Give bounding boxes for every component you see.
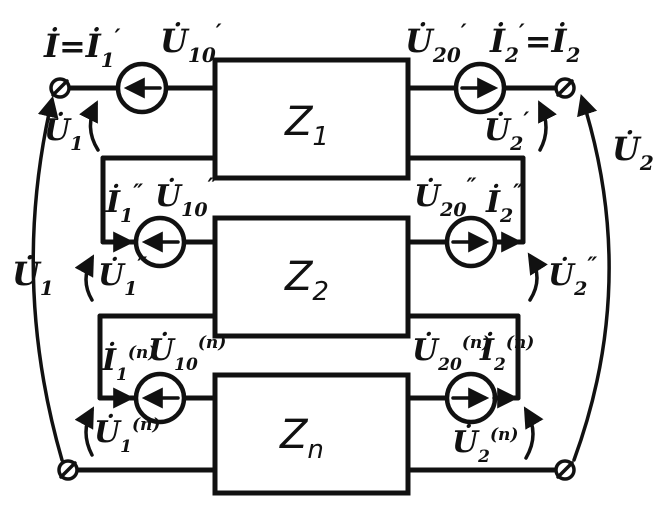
label-u10-2: U̇10″: [155, 174, 218, 221]
label-i-top-right: İ2′=İ2: [489, 20, 580, 67]
source-u10-1: [115, 61, 169, 115]
label-u20-1: U̇20′: [405, 20, 467, 67]
label-u20-2: U̇20″: [414, 174, 477, 221]
label-i1-n: İ1(n): [101, 341, 156, 385]
label-u2-total: U̇2: [612, 130, 654, 175]
voltage-arrows: [31, 93, 611, 462]
label-u2-1: U̇2′: [484, 108, 529, 155]
source-u20-2: [444, 215, 498, 269]
block-zn-label: Zn: [279, 412, 324, 465]
block-z2-label: Z2: [284, 254, 329, 307]
source-u10-2: [133, 215, 187, 269]
terminal-bottom-right: [554, 459, 576, 481]
label-u10-n: U̇10(n): [148, 333, 226, 375]
label-u2-n: U̇2(n): [452, 425, 518, 467]
block-z2: Z2: [212, 215, 411, 339]
label-i-top-left: İ=İ1′: [43, 25, 121, 72]
block-z1-label: Z1: [284, 99, 329, 152]
source-u20-1: [453, 61, 507, 115]
labels: İ=İ1′ U̇10′ U̇20′ İ2′=İ2 U̇1′ U̇2′ U̇2 İ…: [12, 20, 654, 467]
source-u10-n: [133, 371, 187, 425]
label-i2-2: İ2″: [485, 180, 523, 227]
source-u20-n: [444, 371, 498, 425]
terminal-top-left: [49, 77, 71, 99]
label-u1-1: U̇1′: [44, 108, 89, 155]
block-z1: Z1: [212, 57, 411, 181]
label-u2-2: U̇2″: [548, 253, 597, 300]
label-u10-1: U̇10′: [160, 20, 222, 67]
label-u1-2: U̇1″: [98, 253, 147, 300]
label-u1-n: U̇1(n): [94, 415, 160, 457]
label-i2-n: İ2(n): [479, 331, 534, 375]
label-u20-n: U̇20(n): [412, 333, 490, 375]
label-i1-2: İ1″: [105, 180, 143, 227]
label-u1-total: U̇1: [12, 255, 54, 300]
block-zn: Zn: [212, 372, 411, 496]
terminal-bottom-left: [57, 459, 79, 481]
terminal-top-right: [554, 77, 576, 99]
